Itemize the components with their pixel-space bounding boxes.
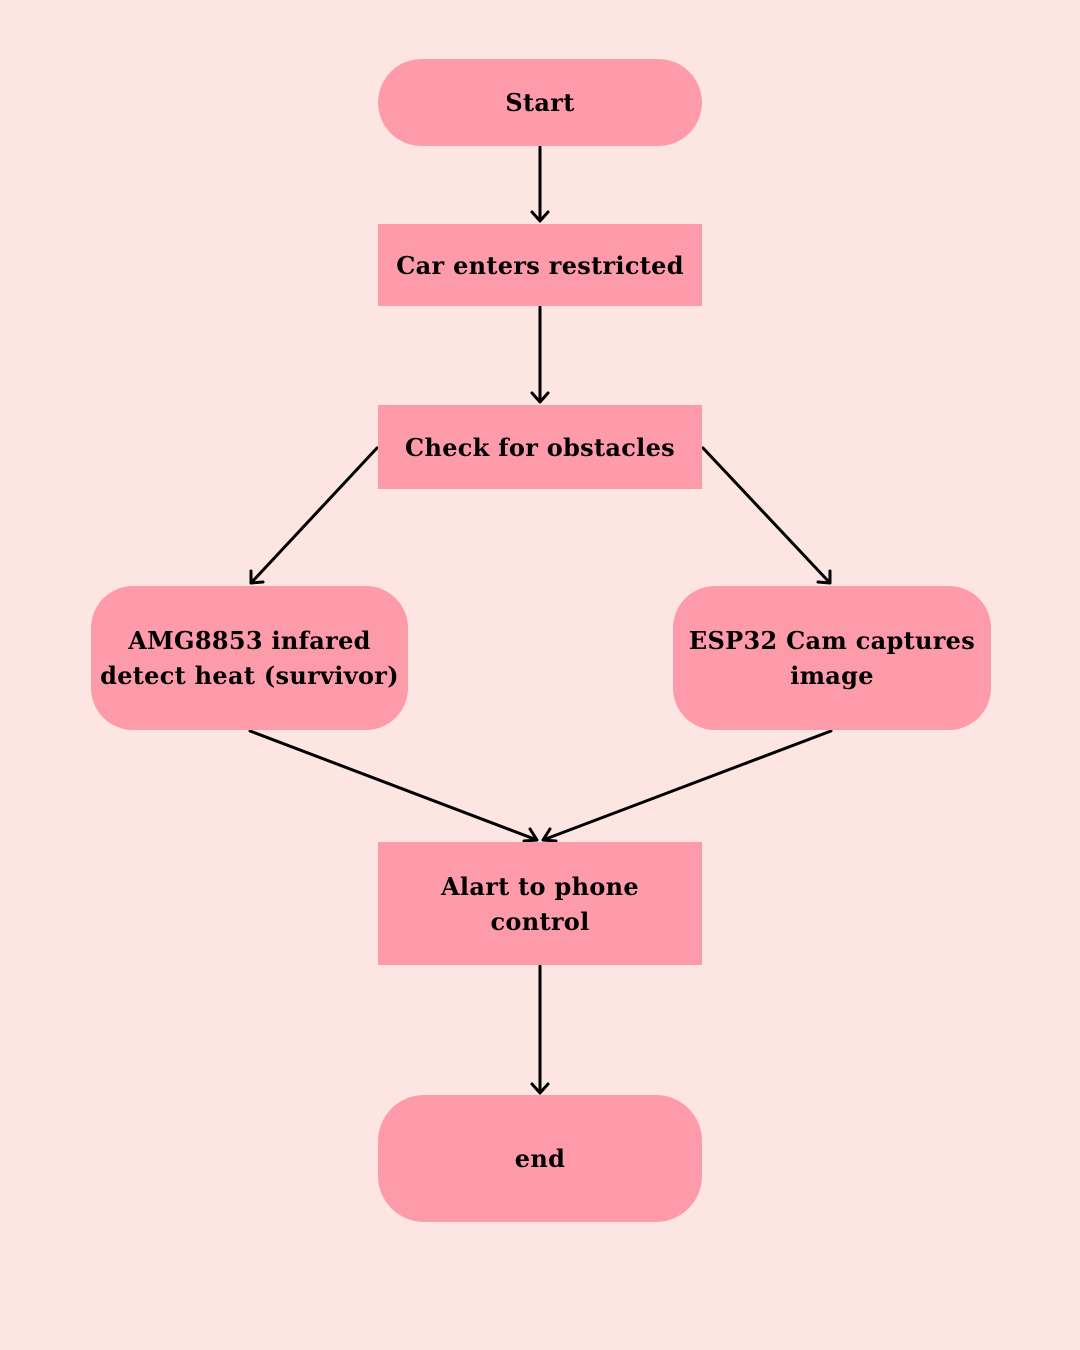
arrow-check-to-amg bbox=[249, 446, 379, 585]
car-enters-label: Car enters restricted bbox=[396, 250, 684, 280]
amg8853-label: AMG8853 infared detect heat (survivor) bbox=[100, 626, 399, 690]
arrow-alert-to-end bbox=[530, 964, 550, 1095]
check-obstacles-node: Check for obstacles bbox=[378, 405, 702, 489]
alert-node: Alart to phone control bbox=[378, 842, 702, 965]
esp32-label: ESP32 Cam captures image bbox=[688, 626, 976, 690]
arrow-start-to-enter bbox=[530, 145, 550, 223]
end-label: end bbox=[514, 1144, 566, 1173]
end-node: end bbox=[378, 1095, 702, 1222]
start-label: Start bbox=[505, 88, 575, 117]
start-node: Start bbox=[378, 59, 702, 146]
alert-label: Alart to phone control bbox=[441, 871, 639, 936]
arrow-amg-to-alert bbox=[248, 729, 539, 843]
esp32-node: ESP32 Cam captures image bbox=[673, 586, 991, 730]
amg8853-node: AMG8853 infared detect heat (survivor) bbox=[91, 586, 408, 730]
check-obstacles-label: Check for obstacles bbox=[405, 432, 675, 462]
arrow-esp-to-alert bbox=[541, 729, 833, 843]
arrow-enter-to-check bbox=[530, 305, 550, 404]
arrow-check-to-esp bbox=[701, 446, 832, 585]
car-enters-node: Car enters restricted bbox=[378, 224, 702, 306]
